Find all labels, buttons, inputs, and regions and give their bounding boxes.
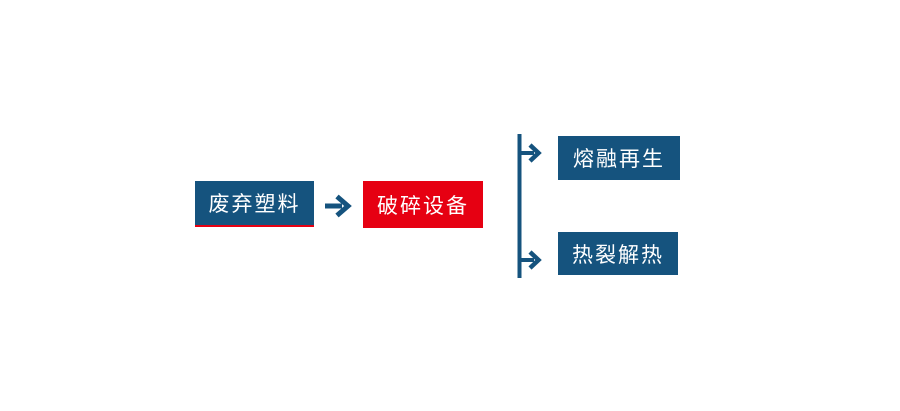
node-melt-regeneration: 熔融再生 bbox=[558, 136, 680, 180]
node-crushing-equipment: 破碎设备 bbox=[363, 181, 483, 228]
node-crushing-equipment-label: 破碎设备 bbox=[377, 194, 469, 218]
node-pyrolysis-heat-label: 热裂解热 bbox=[572, 243, 664, 267]
branch-connector-icon bbox=[517, 134, 542, 278]
arrow-right-icon bbox=[325, 194, 352, 218]
node-pyrolysis-heat: 热裂解热 bbox=[558, 232, 678, 275]
node-waste-plastic: 废弃塑料 bbox=[195, 181, 314, 227]
node-melt-regeneration-label: 熔融再生 bbox=[573, 148, 665, 171]
node-waste-plastic-label: 废弃塑料 bbox=[208, 193, 301, 216]
